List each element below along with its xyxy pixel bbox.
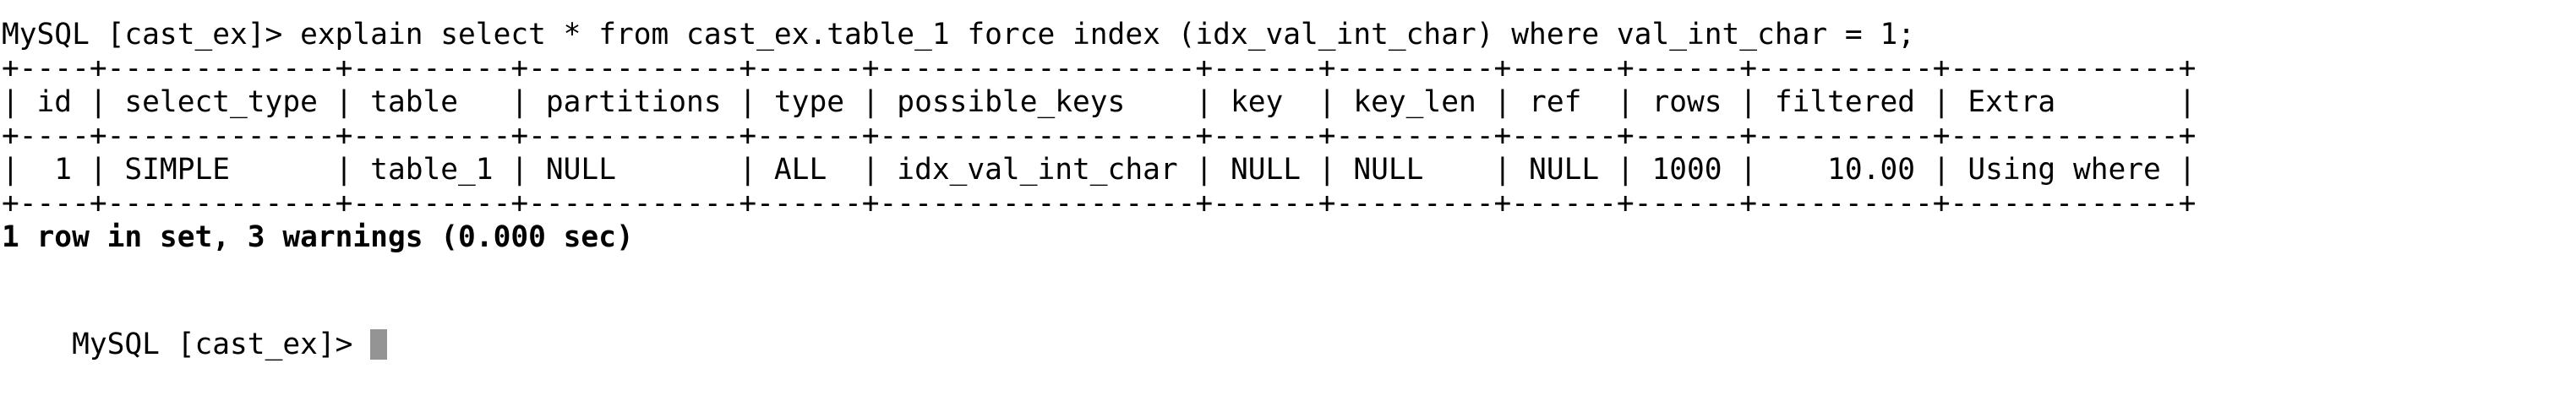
command-line: MySQL [cast_ex]> explain select * from c…: [2, 18, 1916, 52]
final-prompt-line[interactable]: MySQL [cast_ex]>: [2, 285, 388, 361]
table-header-row: | id | select_type | table | partitions …: [2, 85, 2197, 119]
table-row: | 1 | SIMPLE | table_1 | NULL | ALL | id…: [2, 153, 2197, 187]
final-prompt-label: MySQL [cast_ex]>: [72, 328, 371, 361]
text-cursor: [370, 329, 388, 360]
status-line: 1 row in set, 3 warnings (0.000 sec): [2, 220, 634, 254]
table-bottom-border: +----+-------------+---------+----------…: [2, 187, 2197, 220]
table-header-border: +----+-------------+---------+----------…: [2, 119, 2197, 153]
table-top-border: +----+-------------+---------+----------…: [2, 52, 2197, 85]
